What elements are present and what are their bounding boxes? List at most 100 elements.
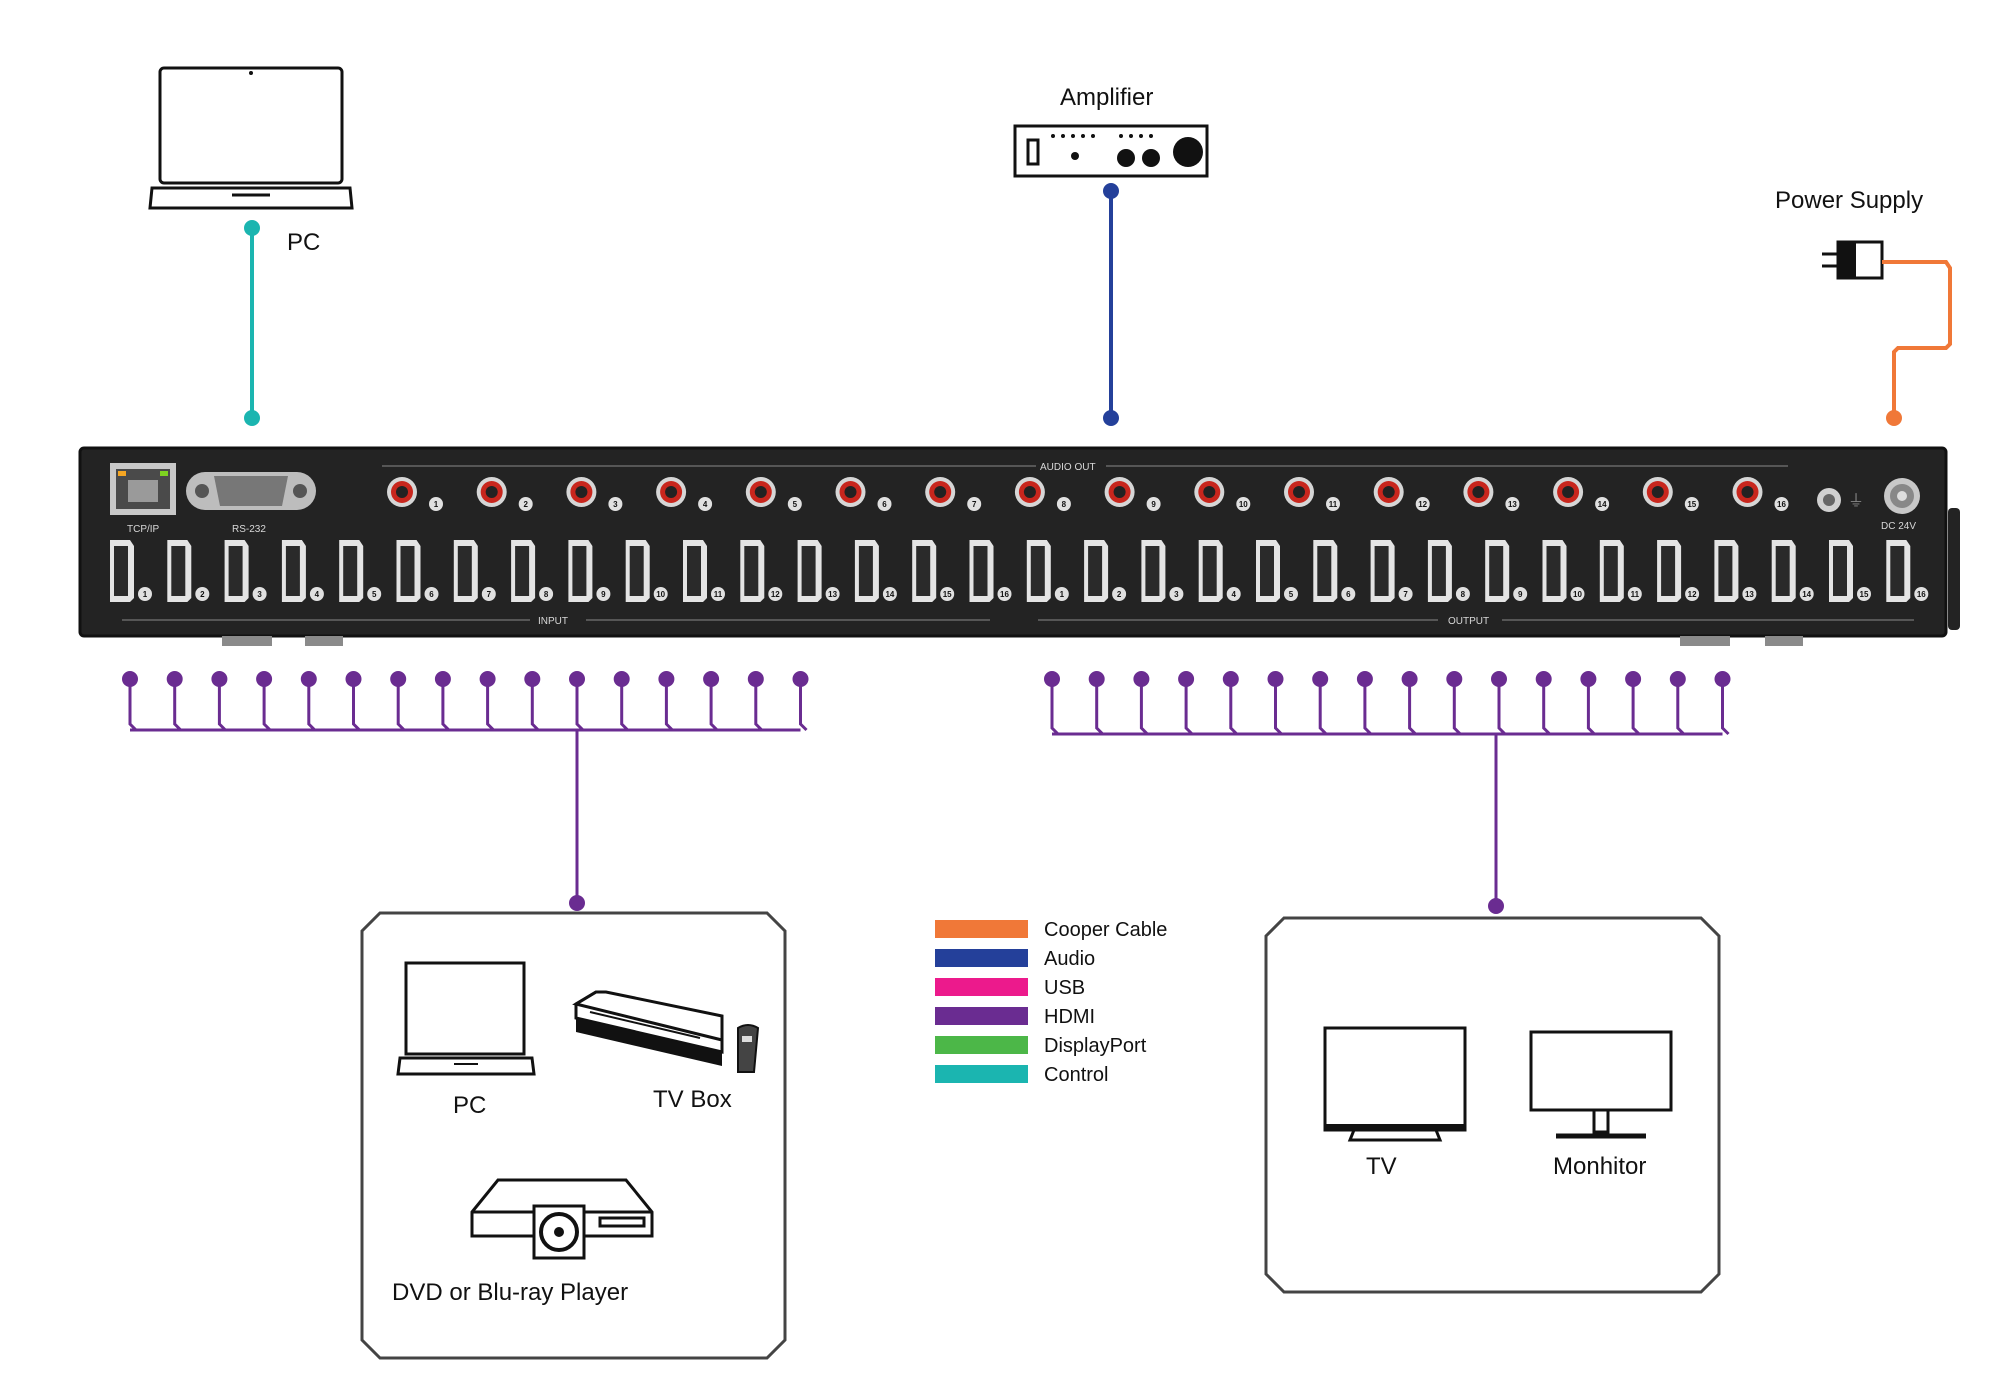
output-label: OUTPUT xyxy=(1448,616,1489,627)
hdmi-output-port-6: 6 xyxy=(1313,540,1356,602)
hdmi-cable-branch xyxy=(1178,671,1195,736)
hdmi-port-number: 13 xyxy=(828,590,837,599)
hdmi-cable-branch xyxy=(1491,671,1507,736)
hdmi-cable-branch xyxy=(1401,671,1418,736)
hdmi-port-number: 3 xyxy=(1174,590,1179,599)
audio-jack-number: 2 xyxy=(523,500,528,509)
hdmi-cable-branch xyxy=(166,671,183,732)
amplifier-icon xyxy=(1013,124,1209,178)
hdmi-cable-branch xyxy=(122,671,138,732)
hdmi-cable-branch xyxy=(613,671,630,732)
audio-jack-number: 11 xyxy=(1329,500,1338,509)
hdmi-output-port-11: 11 xyxy=(1599,540,1642,602)
audio-jack-number: 7 xyxy=(972,500,977,509)
pc-label: PC xyxy=(287,229,320,256)
hdmi-output-port-16: 16 xyxy=(1886,540,1929,602)
legend-swatch xyxy=(935,1007,1028,1025)
audio-jack-4: 4 xyxy=(656,477,713,511)
legend-item: Audio xyxy=(935,948,1095,970)
hdmi-cable-branch xyxy=(1714,671,1731,736)
hdmi-input-port-6: 6 xyxy=(396,540,439,602)
hdmi-input-port-14: 14 xyxy=(854,540,897,602)
hdmi-input-port-10: 10 xyxy=(625,540,668,602)
audio-jack-2: 2 xyxy=(476,477,533,511)
hdmi-port-number: 4 xyxy=(1231,590,1236,599)
hdmi-cable-branch xyxy=(434,671,451,732)
hdmi-port-number: 4 xyxy=(315,590,320,599)
hdmi-cable-branch xyxy=(1044,671,1060,736)
hdmi-cable-branch xyxy=(211,671,228,732)
tcp-ip-port xyxy=(110,463,176,515)
audio-jack-number: 3 xyxy=(613,500,618,509)
hdmi-port-number: 6 xyxy=(1346,590,1351,599)
amplifier-label: Amplifier xyxy=(1060,84,1153,111)
hdmi-input-port-13: 13 xyxy=(797,540,840,602)
audio-jack-9: 9 xyxy=(1104,477,1161,511)
legend-item: USB xyxy=(935,977,1085,999)
hdmi-cable-branch xyxy=(1133,671,1150,736)
legend-label: Audio xyxy=(1044,948,1095,970)
audio-jack-10: 10 xyxy=(1194,477,1251,511)
audio-jack-number: 13 xyxy=(1508,500,1517,509)
hdmi-output-port-9: 9 xyxy=(1485,540,1528,602)
audio-jack-15: 15 xyxy=(1642,477,1699,511)
dc-power-jack xyxy=(1884,478,1920,514)
source-laptop-icon xyxy=(396,961,536,1076)
display-devices-box xyxy=(1264,916,1721,1294)
hdmi-port-number: 3 xyxy=(257,590,262,599)
ground-terminal: ⏚ xyxy=(1817,488,1864,512)
tv-box-label: TV Box xyxy=(653,1086,732,1113)
hdmi-output-port-12: 12 xyxy=(1657,540,1700,602)
rs232-label: RS-232 xyxy=(232,524,266,535)
hdmi-port-number: 8 xyxy=(1461,590,1466,599)
hdmi-output-port-8: 8 xyxy=(1427,540,1470,602)
hdmi-input-bundle xyxy=(122,671,809,911)
audio-jack-7: 7 xyxy=(925,477,982,511)
legend-label: HDMI xyxy=(1044,1006,1095,1028)
hdmi-cable-branch xyxy=(747,671,764,732)
hdmi-port-number: 11 xyxy=(714,590,723,599)
hdmi-port-number: 5 xyxy=(1289,590,1294,599)
legend-item: DisplayPort xyxy=(935,1035,1147,1057)
hdmi-output-port-5: 5 xyxy=(1256,540,1298,602)
hdmi-cable-branch xyxy=(1535,671,1552,736)
dvd-label: DVD or Blu-ray Player xyxy=(392,1279,628,1306)
monitor-label: Monhitor xyxy=(1553,1153,1646,1180)
tcp-ip-label: TCP/IP xyxy=(127,524,160,535)
hdmi-input-port-11: 11 xyxy=(683,540,725,602)
hdmi-cable-branch xyxy=(524,671,541,732)
tv-box-icon xyxy=(572,990,760,1073)
legend: Cooper CableAudioUSBHDMIDisplayPortContr… xyxy=(935,919,1167,1086)
power-supply-label: Power Supply xyxy=(1775,187,1923,214)
dvd-player-icon xyxy=(470,1178,654,1260)
hdmi-cable-branch xyxy=(1446,671,1463,736)
hdmi-port-number: 14 xyxy=(885,590,894,599)
legend-item: Control xyxy=(935,1064,1108,1086)
audio-jack-14: 14 xyxy=(1553,477,1610,511)
audio-jack-3: 3 xyxy=(566,477,623,511)
legend-swatch xyxy=(935,920,1028,938)
hdmi-port-number: 8 xyxy=(544,590,549,599)
monitor-icon xyxy=(1529,1030,1673,1139)
hdmi-port-number: 15 xyxy=(1860,590,1869,599)
audio-jack-number: 5 xyxy=(793,500,798,509)
audio-jack-number: 4 xyxy=(703,500,708,509)
legend-swatch xyxy=(935,1036,1028,1054)
legend-item: HDMI xyxy=(935,1006,1095,1028)
hdmi-input-port-3: 3 xyxy=(224,540,267,602)
hdmi-port-number: 2 xyxy=(200,590,205,599)
audio-jack-number: 6 xyxy=(882,500,887,509)
hdmi-port-number: 1 xyxy=(143,590,148,599)
audio-out-label: AUDIO OUT xyxy=(1040,462,1096,473)
legend-label: USB xyxy=(1044,977,1085,999)
audio-jack-number: 1 xyxy=(434,500,439,509)
hdmi-input-port-16: 16 xyxy=(969,540,1012,602)
hdmi-input-port-8: 8 xyxy=(511,540,554,602)
audio-jack-13: 13 xyxy=(1463,477,1520,511)
hdmi-output-port-13: 13 xyxy=(1714,540,1757,602)
hdmi-cable-branch xyxy=(300,671,317,732)
audio-jack-12: 12 xyxy=(1373,477,1430,511)
hdmi-cable-branch xyxy=(1222,671,1239,736)
